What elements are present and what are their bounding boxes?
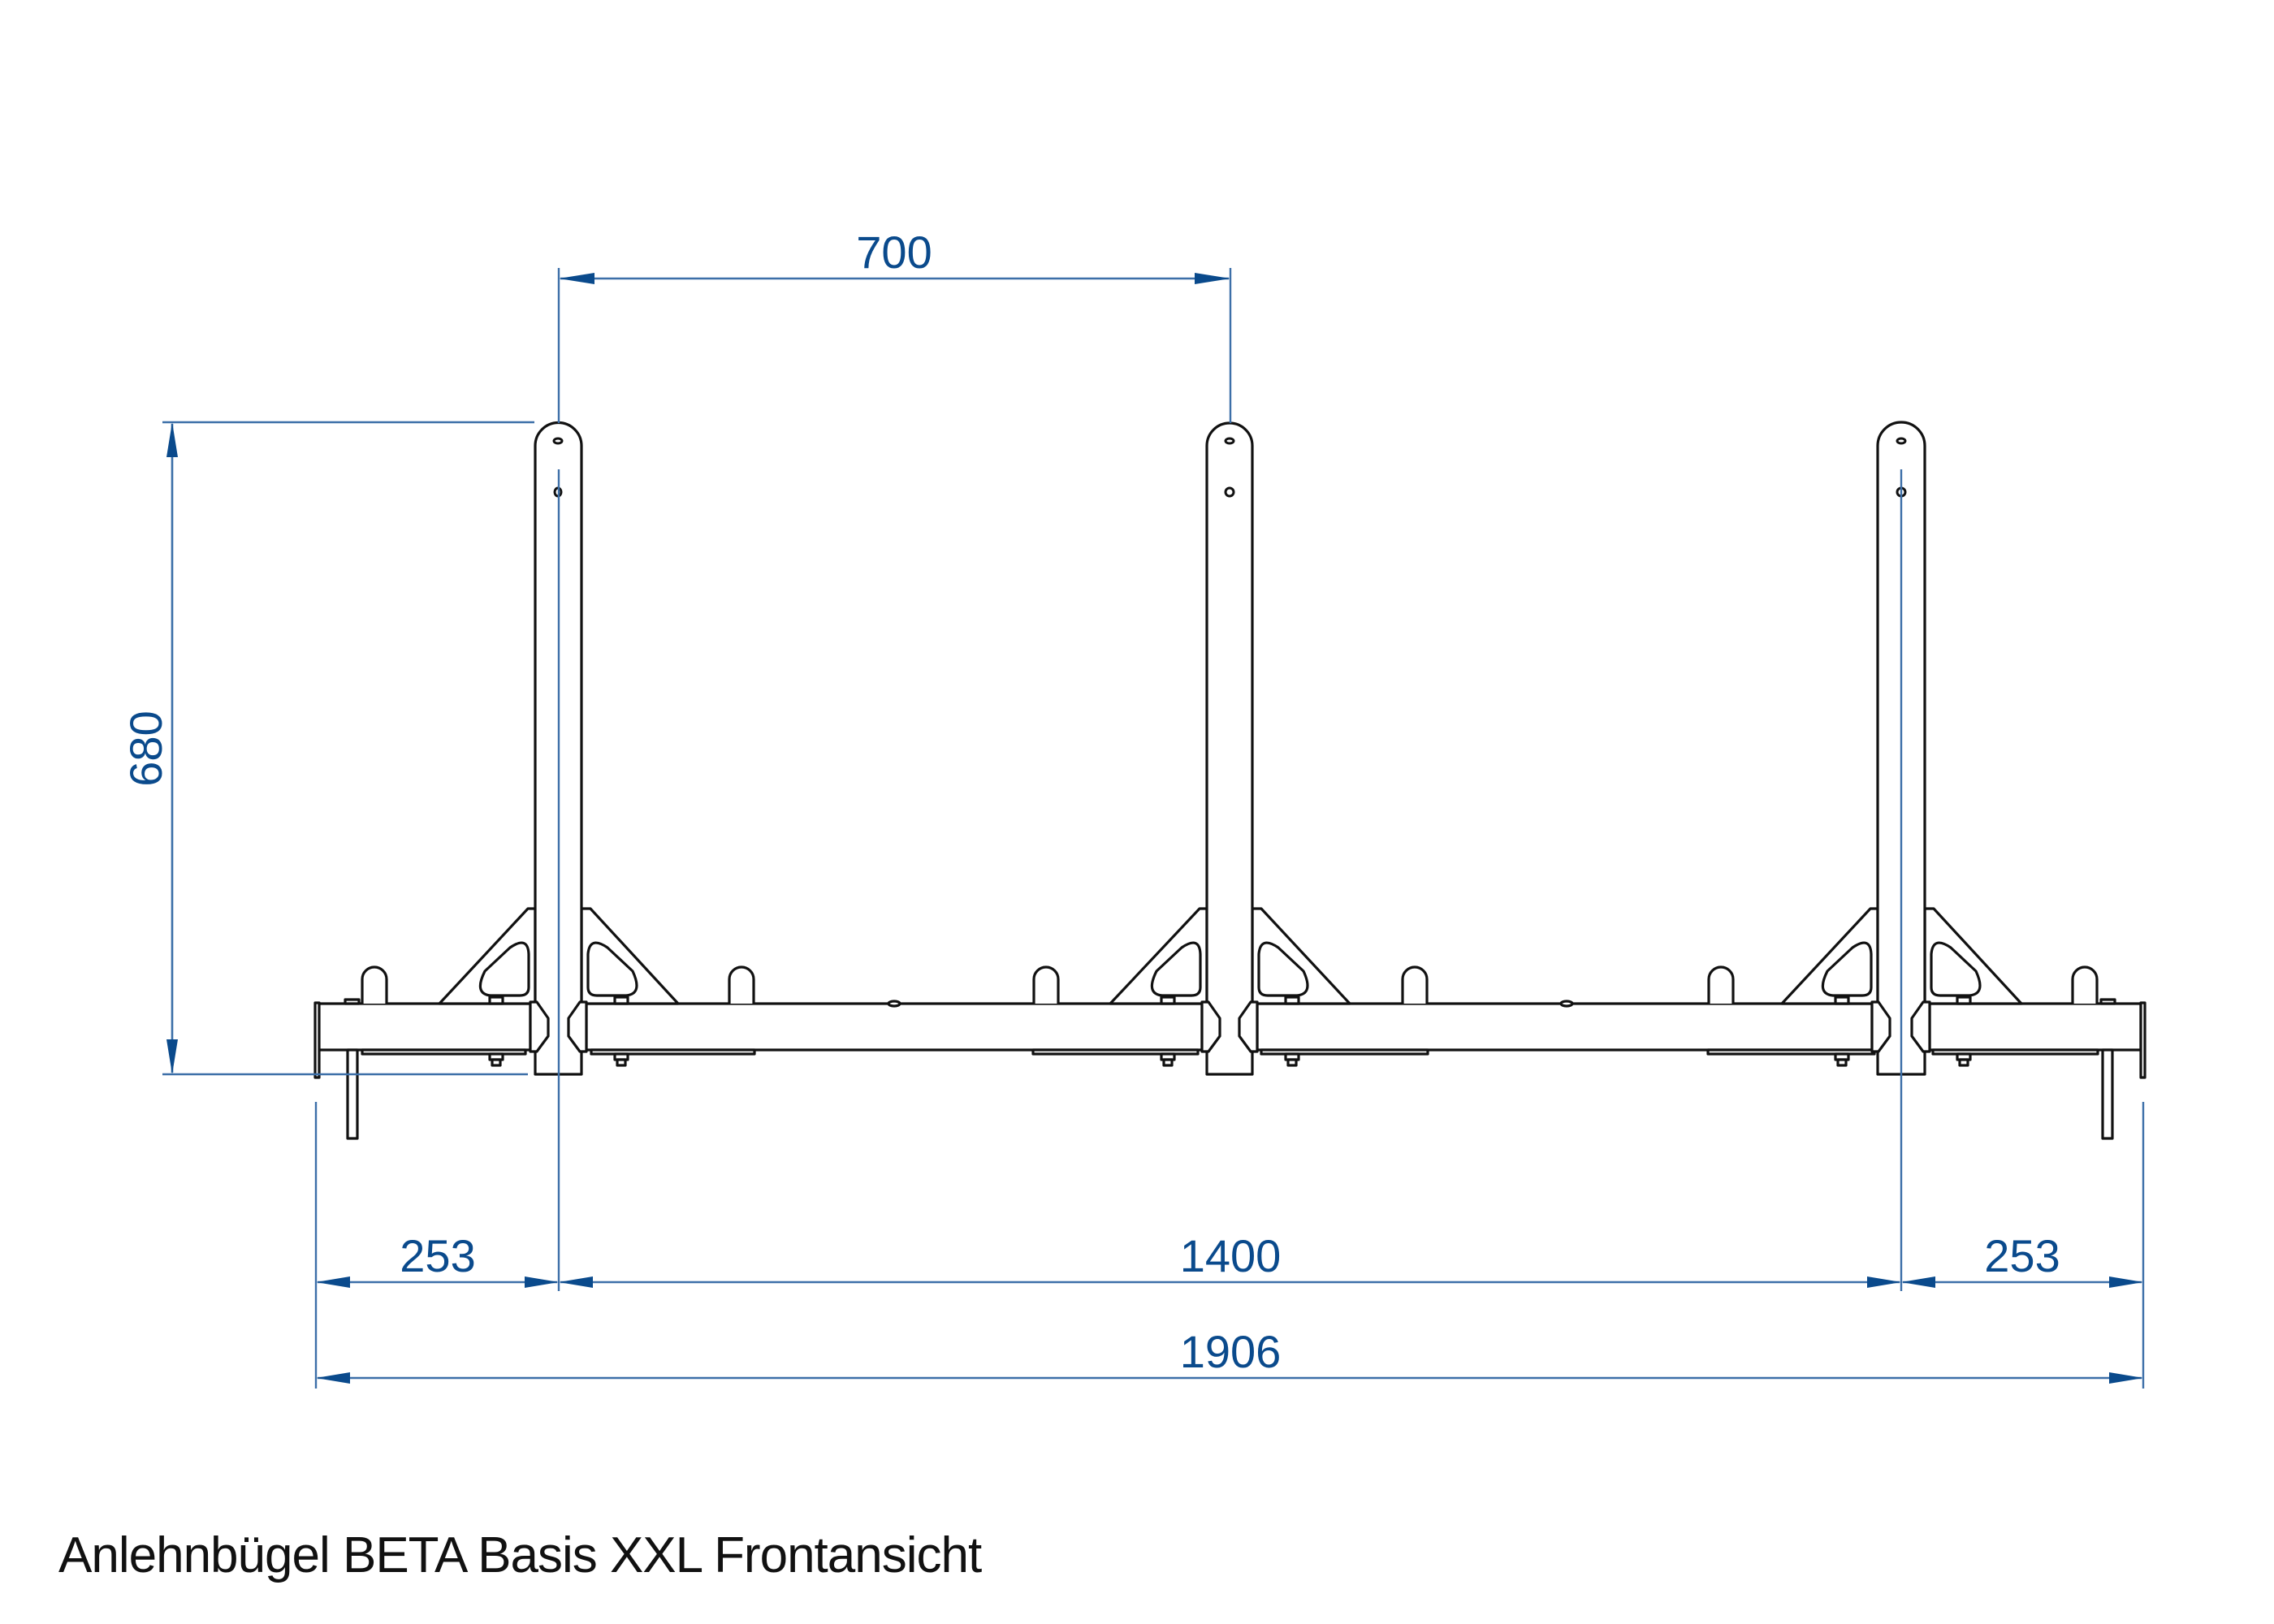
dimension-label-1906: 1906 — [1180, 1326, 1282, 1377]
beam-segment-middle-right — [1256, 1002, 1874, 1052]
knobs — [361, 965, 2099, 1004]
end-plate-left — [313, 1001, 321, 1079]
bolt — [1834, 996, 1850, 1067]
dimension-overhang-right: 253 — [1901, 1230, 2143, 1288]
end-cap — [1200, 1000, 1221, 1053]
post-hole — [552, 437, 564, 445]
dimension-post-spacing: 700 — [559, 227, 1230, 284]
drawing-title: Anlehnbügel BETA Basis XXL Frontansicht — [58, 1527, 982, 1583]
post-hole — [1224, 437, 1235, 445]
clamp-plate — [1260, 1048, 1429, 1056]
beam-segment-middle-left — [585, 1002, 1204, 1052]
gusset-cutout — [586, 941, 638, 997]
splice-nub — [1559, 1000, 1574, 1008]
dimension-overall-width: 1906 — [316, 1326, 2143, 1384]
base-beam — [313, 998, 2146, 1140]
end-cap — [529, 1000, 550, 1053]
bolt — [613, 996, 629, 1067]
clamp-plate — [590, 1048, 756, 1056]
dimension-inner-span: 1400 — [559, 1230, 1901, 1288]
clamp-plate — [1031, 1048, 1200, 1056]
clamp-plate — [1931, 1048, 2099, 1056]
beam-segment-right-outer — [1928, 1002, 2142, 1052]
knob — [1707, 965, 1735, 1004]
splice-nub — [887, 1000, 901, 1008]
dimension-label-1400: 1400 — [1180, 1230, 1282, 1281]
knob — [361, 965, 388, 1004]
foot-leg-right — [2101, 1048, 2114, 1140]
dimension-label-253-left: 253 — [400, 1230, 475, 1281]
dimension-overhang-left: 253 — [316, 1230, 559, 1288]
knob — [1032, 965, 1060, 1004]
knob — [1401, 965, 1429, 1004]
post-hole — [1224, 486, 1235, 498]
extension-lines — [162, 268, 2145, 1389]
end-plate-right — [2139, 1001, 2146, 1079]
gusset-cutout — [1821, 941, 1873, 997]
dimension-label-680: 680 — [120, 710, 171, 786]
knob — [728, 965, 755, 1004]
end-cap — [1870, 1000, 1891, 1053]
dimension-height: 680 — [120, 422, 178, 1074]
tab — [344, 998, 361, 1005]
gusset-cutout — [1930, 941, 1982, 997]
bolt — [1956, 996, 1972, 1067]
dimension-label-253-right: 253 — [1984, 1230, 2060, 1281]
end-cap — [1910, 1000, 1931, 1053]
gusset-cutout — [1257, 941, 1309, 997]
knob — [2071, 965, 2099, 1004]
bolts — [488, 996, 1972, 1067]
end-cap — [567, 1000, 588, 1053]
gusset-cutout — [1150, 941, 1202, 997]
bolt — [1284, 996, 1300, 1067]
end-cap — [1238, 1000, 1259, 1053]
bolt — [488, 996, 504, 1067]
post-middle — [1205, 421, 1254, 1076]
foot-leg-left — [346, 1048, 359, 1140]
gusset-cutout — [478, 941, 530, 997]
post-hole — [1896, 437, 1907, 445]
clamp-plate — [361, 1048, 527, 1056]
dimension-label-700: 700 — [856, 227, 932, 278]
beam-segment-left-outer — [317, 1002, 532, 1052]
tab — [2099, 998, 2116, 1005]
end-caps — [529, 1000, 1931, 1053]
gussets — [438, 907, 2023, 1005]
bolt — [1160, 996, 1176, 1067]
